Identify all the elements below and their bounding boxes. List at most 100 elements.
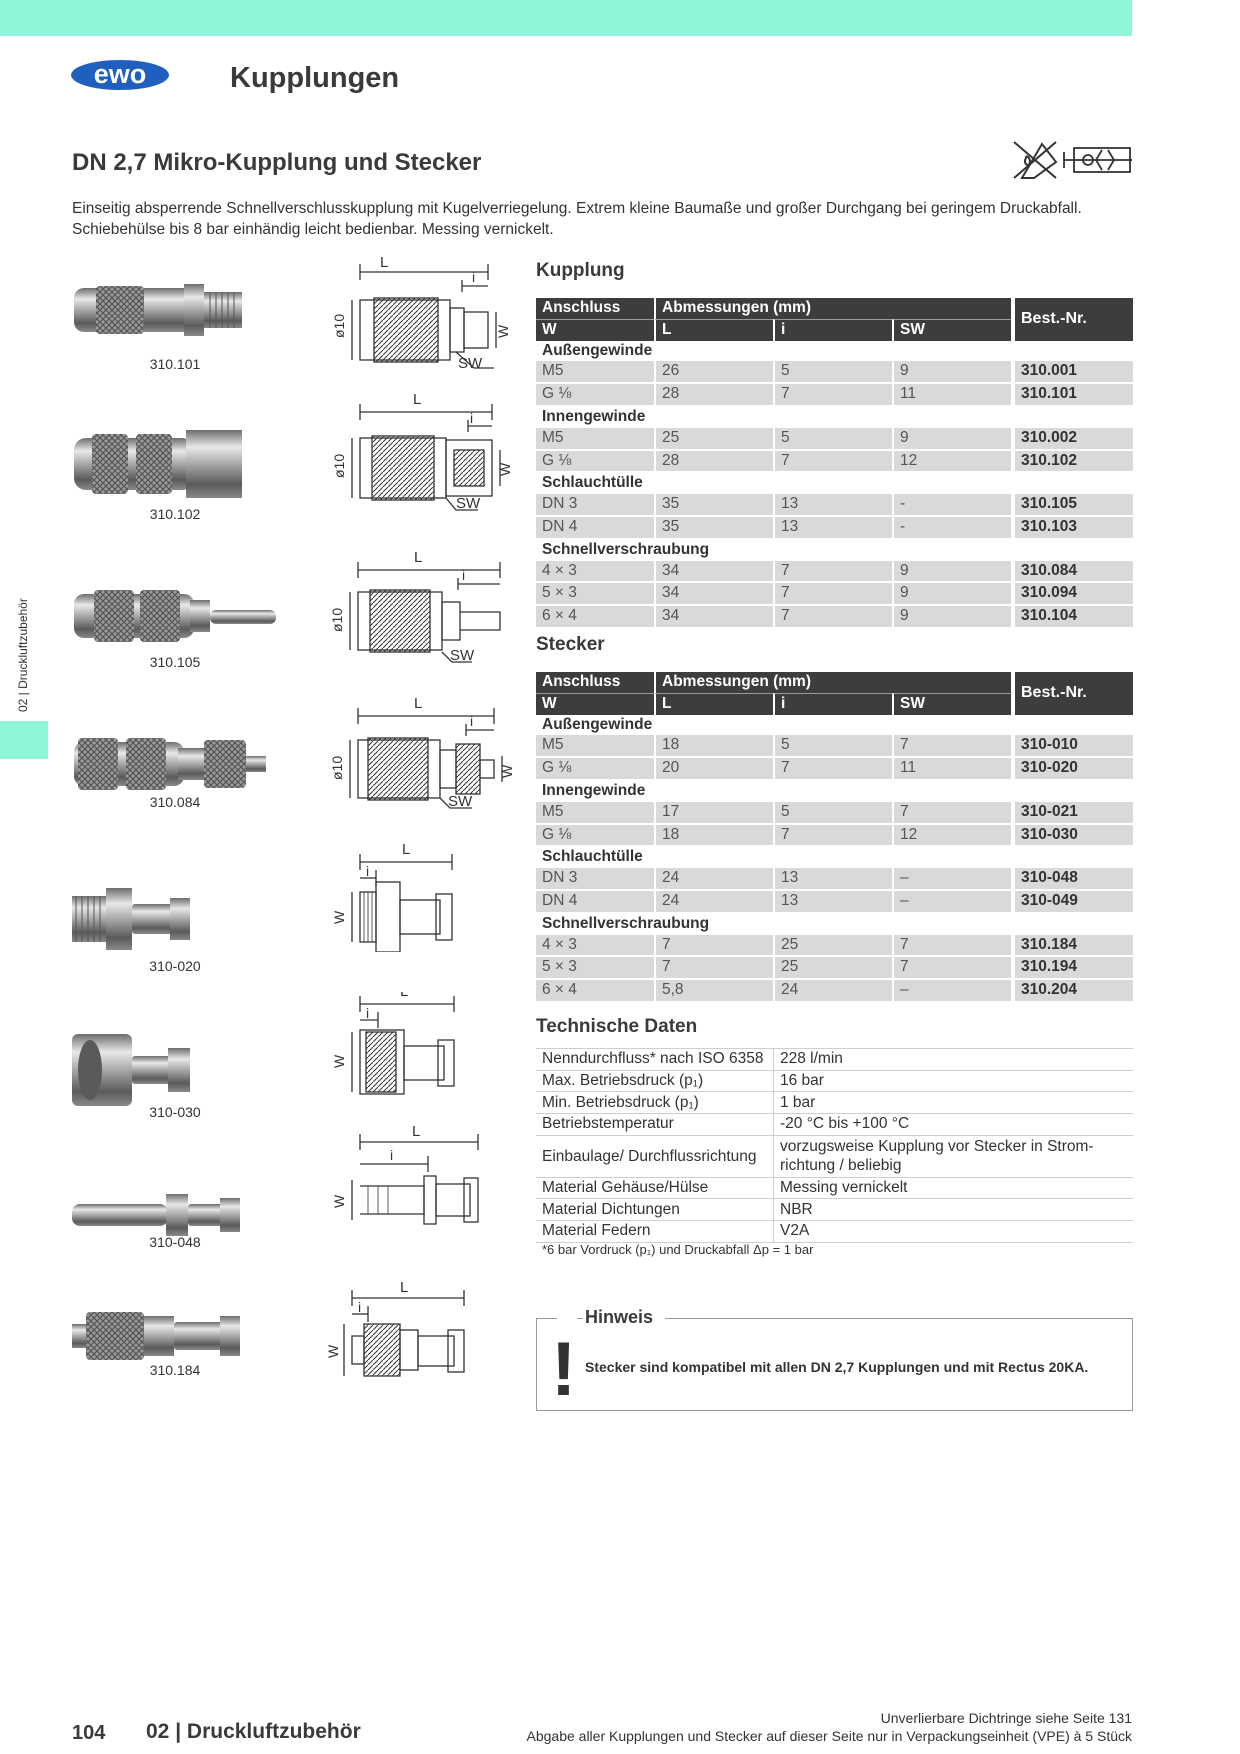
tech-key: Betriebstemperatur bbox=[536, 1113, 774, 1136]
product-photo-label: 310.101 bbox=[149, 356, 201, 372]
cell-best-nr: 310.105 bbox=[1011, 494, 1133, 517]
footer-note-packaging: Abgabe aller Kupplungen und Stecker auf … bbox=[526, 1728, 1133, 1744]
cell-sw: 7 bbox=[892, 801, 1011, 825]
cell-i: 25 bbox=[773, 957, 892, 981]
tech-value: 16 bar bbox=[773, 1070, 1133, 1093]
cell-l: 28 bbox=[654, 384, 773, 407]
header-sw: SW bbox=[892, 318, 1011, 341]
svg-text:W: W bbox=[331, 910, 347, 924]
cell-sw: 9 bbox=[892, 361, 1011, 385]
footer-note-seals: Unverlierbare Dichtringe siehe Seite 131 bbox=[880, 1710, 1132, 1726]
cell-l: 34 bbox=[654, 606, 773, 629]
cell-sw: – bbox=[892, 890, 1011, 914]
product-photo-label: 310-030 bbox=[149, 1104, 201, 1120]
svg-text:i: i bbox=[366, 1005, 369, 1021]
technical-drawing-310-084: L i ø10 W SW bbox=[329, 696, 514, 810]
cell-anschluss: 5 × 3 bbox=[536, 957, 654, 981]
cell-i: 5 bbox=[773, 735, 892, 759]
no-oil-lubrication-icon bbox=[1013, 141, 1058, 179]
product-photo-label: 310.102 bbox=[149, 506, 201, 522]
hinweis-box: Hinweis ! Stecker sind kompatibel mit al… bbox=[536, 1307, 1133, 1411]
header-best-nr: Best.-Nr. bbox=[1011, 672, 1133, 715]
tech-value: Messing vernickelt bbox=[773, 1177, 1133, 1200]
technical-drawing-310-105: L i ø10 SW bbox=[329, 549, 501, 664]
cell-l: 20 bbox=[654, 758, 773, 781]
tech-value: NBR bbox=[773, 1198, 1133, 1222]
group-label: Innengewinde bbox=[536, 780, 1133, 802]
cell-i: 5 bbox=[773, 427, 892, 451]
cell-anschluss: G ⅛ bbox=[536, 450, 654, 474]
coupling-schematic-icon bbox=[1063, 147, 1132, 173]
cell-i: 5 bbox=[773, 361, 892, 385]
side-chapter-label: 02 | Druckluftzubehör bbox=[16, 598, 30, 712]
header-anschluss: Anschluss bbox=[536, 298, 654, 319]
cell-sw: 9 bbox=[892, 427, 1011, 451]
cell-i: 13 bbox=[773, 890, 892, 914]
cell-best-nr: 310.101 bbox=[1011, 384, 1133, 407]
cell-anschluss: G ⅛ bbox=[536, 758, 654, 781]
cell-l: 5,8 bbox=[654, 980, 773, 1003]
svg-text:SW: SW bbox=[448, 793, 473, 810]
table-row: Max. Betriebsdruck (p₁)16 bar bbox=[536, 1070, 1133, 1093]
top-accent-band bbox=[0, 0, 1132, 36]
tech-value: V2A bbox=[773, 1220, 1133, 1243]
cell-anschluss: DN 3 bbox=[536, 868, 654, 891]
cell-i: 7 bbox=[773, 824, 892, 848]
cell-l: 7 bbox=[654, 934, 773, 958]
cell-anschluss: M5 bbox=[536, 361, 654, 385]
product-title: DN 2,7 Mikro-Kupplung und Stecker bbox=[72, 149, 482, 176]
group-label: Außengewinde bbox=[536, 340, 1133, 362]
cell-i: 7 bbox=[773, 450, 892, 474]
cell-best-nr: 310-049 bbox=[1011, 890, 1133, 914]
tech-key: Material Federn bbox=[536, 1220, 774, 1243]
cell-anschluss: DN 4 bbox=[536, 890, 654, 914]
cell-sw: 11 bbox=[892, 758, 1011, 781]
cell-best-nr: 310-010 bbox=[1011, 735, 1133, 759]
cell-l: 18 bbox=[654, 735, 773, 759]
cell-sw: 12 bbox=[892, 450, 1011, 474]
svg-text:W: W bbox=[331, 1194, 347, 1208]
cell-i: 13 bbox=[773, 516, 892, 540]
product-photo-310-048 bbox=[72, 1194, 240, 1236]
technical-drawing-310-102: L i ø10 W SW bbox=[331, 392, 513, 512]
cell-sw: - bbox=[892, 494, 1011, 517]
svg-text:W: W bbox=[497, 462, 513, 476]
cell-i: 13 bbox=[773, 868, 892, 891]
svg-text:L: L bbox=[412, 1124, 420, 1140]
cell-l: 35 bbox=[654, 516, 773, 540]
product-symbols bbox=[1013, 141, 1132, 179]
cell-anschluss: G ⅛ bbox=[536, 824, 654, 848]
tech-key: Nenndurchfluss* nach ISO 6358 bbox=[536, 1048, 774, 1071]
svg-text:W: W bbox=[499, 764, 514, 778]
cell-i: 7 bbox=[773, 560, 892, 584]
technical-drawing-310-030: L i W bbox=[331, 992, 455, 1095]
header-l: L bbox=[654, 692, 773, 715]
dim-label-l: L bbox=[380, 254, 388, 271]
dim-label-i: i bbox=[472, 269, 475, 285]
header-l: L bbox=[654, 318, 773, 341]
dim-label-sw: SW bbox=[458, 355, 483, 372]
cell-i: 7 bbox=[773, 583, 892, 607]
cell-i: 13 bbox=[773, 494, 892, 517]
section-title: Kupplungen bbox=[230, 62, 400, 94]
svg-text:i: i bbox=[462, 567, 465, 583]
product-photo-label: 310-020 bbox=[149, 958, 201, 974]
svg-text:i: i bbox=[470, 410, 473, 426]
technical-drawing-310-101: L i ø10 W SW bbox=[331, 254, 511, 372]
svg-text:i: i bbox=[366, 863, 369, 879]
cell-anschluss: DN 3 bbox=[536, 494, 654, 517]
kupplung-table: Anschluss Abmessungen (mm) Best.-Nr. W L… bbox=[536, 298, 1133, 629]
cell-anschluss: 5 × 3 bbox=[536, 583, 654, 607]
tech-key: Material Dichtungen bbox=[536, 1198, 774, 1222]
cell-i: 7 bbox=[773, 384, 892, 407]
product-photo-310-084 bbox=[74, 738, 266, 790]
